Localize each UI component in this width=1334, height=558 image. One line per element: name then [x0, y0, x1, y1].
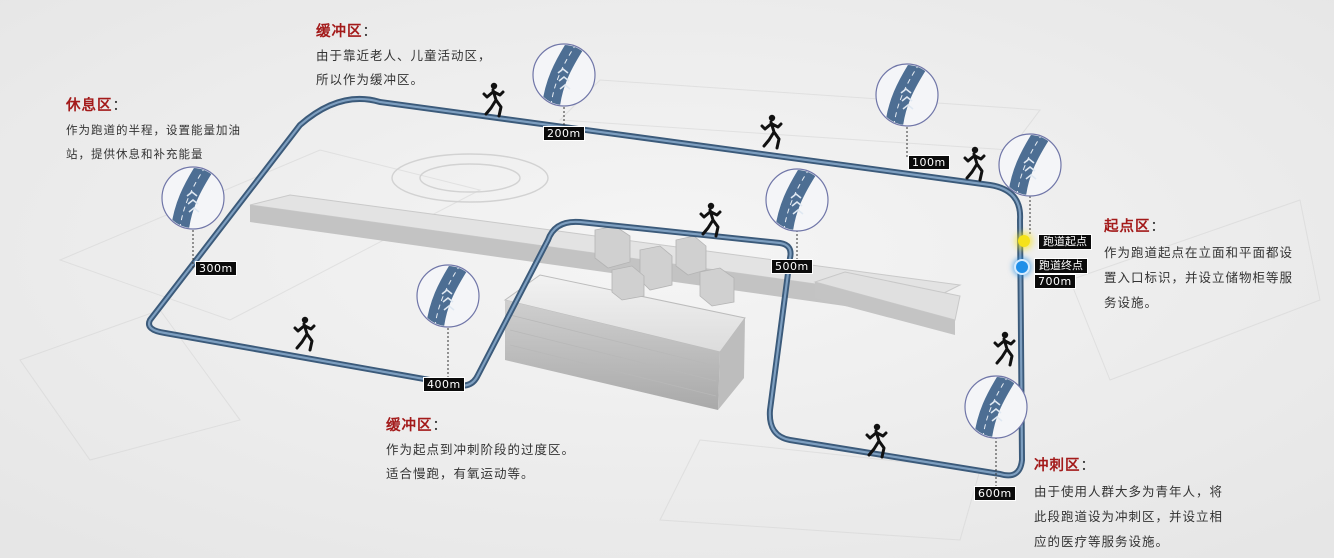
- track-start-point: [1018, 235, 1030, 247]
- rest-zone-colon: ：: [112, 98, 128, 114]
- main-building: [503, 274, 746, 410]
- sprint-zone-callout: 冲刺区： 由于使用人群大多为青年人，将 此段跑道设为冲刺区，并设立相 应的医疗等…: [1034, 453, 1223, 554]
- sprint-zone-title: 冲刺区: [1034, 458, 1081, 474]
- right-building: [813, 271, 961, 335]
- sprint-zone-line-2: 此段跑道设为冲刺区，并设立相: [1034, 509, 1224, 524]
- distance-marker-200m: 200m: [543, 126, 585, 141]
- start-zone-line-2: 置入口标识，并设立储物柜等服: [1104, 270, 1294, 285]
- distance-marker-500m: 500m: [771, 259, 813, 274]
- buffer-zone-top-line-1: 由于靠近老人、儿童活动区，: [316, 48, 492, 63]
- rest-zone-line-2: 站，提供休息和补充能量: [66, 147, 204, 161]
- track-end-point: [1014, 259, 1030, 275]
- start-zone-title: 起点区: [1104, 219, 1151, 235]
- distance-marker-700m: 700m: [1034, 274, 1076, 289]
- sprint-zone-colon: ：: [1080, 458, 1096, 474]
- buffer-zone-top-line-2: 所以作为缓冲区。: [316, 72, 425, 87]
- start-zone-callout: 起点区： 作为跑道起点在立面和平面都设 置入口标识，并设立储物柜等服 务设施。: [1104, 214, 1293, 315]
- buffer-zone-top-colon: ：: [362, 24, 378, 40]
- building-cluster: [594, 225, 735, 307]
- buffer-zone-bottom-colon: ：: [432, 418, 448, 434]
- start-zone-colon: ：: [1150, 219, 1166, 235]
- buffer-zone-bottom-line-2: 适合慢跑，有氧运动等。: [386, 466, 535, 481]
- distance-marker-100m: 100m: [908, 155, 950, 170]
- rest-zone-line-1: 作为跑道的半程，设置能量加油: [66, 123, 241, 137]
- distance-marker-300m: 300m: [195, 261, 237, 276]
- distance-marker-400m: 400m: [423, 377, 465, 392]
- sprint-zone-line-1: 由于使用人群大多为青年人，将: [1034, 484, 1224, 499]
- buffer-zone-bottom-title: 缓冲区: [386, 418, 433, 434]
- track-start-label: 跑道起点: [1038, 234, 1092, 250]
- running-track: [146, 96, 1025, 479]
- sprint-zone-line-3: 应的医疗等服务设施。: [1034, 534, 1170, 549]
- track-end-label: 跑道终点: [1034, 258, 1088, 274]
- buffer-zone-top-title: 缓冲区: [316, 24, 363, 40]
- start-zone-line-3: 务设施。: [1104, 295, 1159, 310]
- distance-marker-600m: 600m: [974, 486, 1016, 501]
- buffer-zone-bottom-line-1: 作为起点到冲刺阶段的过度区。: [386, 442, 576, 457]
- rest-zone-title: 休息区: [66, 98, 113, 114]
- buffer-zone-bottom-callout: 缓冲区： 作为起点到冲刺阶段的过度区。 适合慢跑，有氧运动等。: [386, 414, 575, 486]
- rest-zone-callout: 休息区： 作为跑道的半程，设置能量加油 站，提供休息和补充能量: [66, 94, 241, 166]
- buffer-zone-top-callout: 缓冲区： 由于靠近老人、儿童活动区， 所以作为缓冲区。: [316, 20, 492, 92]
- start-zone-line-1: 作为跑道起点在立面和平面都设: [1104, 245, 1294, 260]
